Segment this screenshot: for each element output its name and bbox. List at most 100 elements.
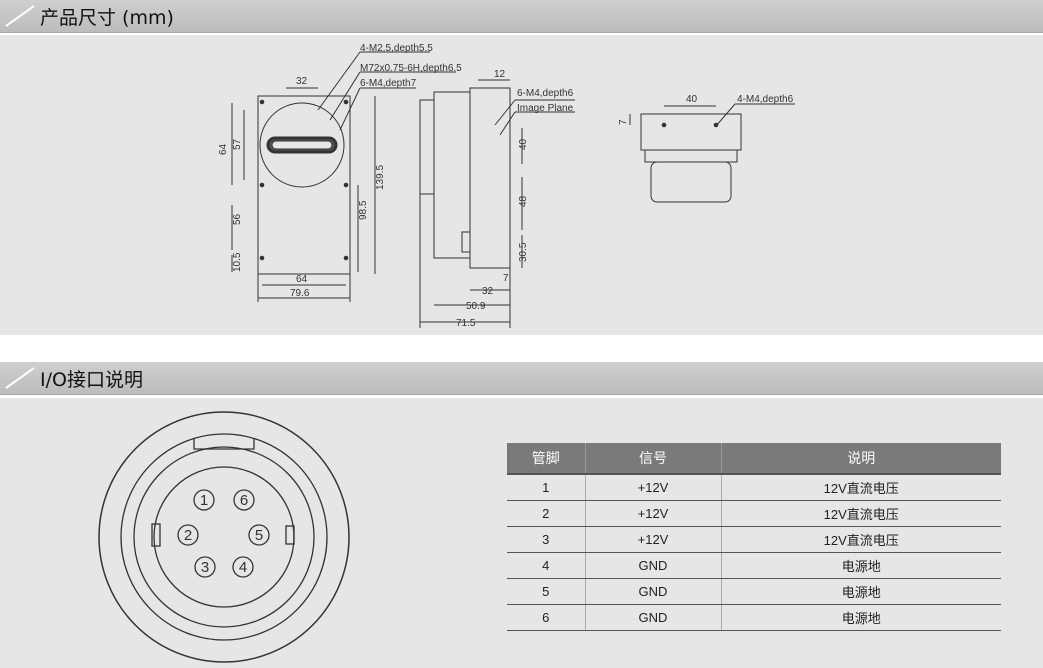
- front-hole: [259, 255, 265, 261]
- top-dim-7: 7: [618, 119, 629, 125]
- table-row: 2 +12V 12V直流电压: [507, 500, 1001, 527]
- table-row: 4 GND 电源地: [507, 552, 1001, 579]
- pin-2: 2: [177, 524, 199, 546]
- top-callout: 4-M4,depth6: [737, 94, 794, 105]
- cell-desc: 12V直流电压: [721, 500, 1001, 527]
- side-body: [469, 87, 511, 269]
- cell-signal: +12V: [585, 526, 722, 553]
- cell-desc: 电源地: [721, 604, 1001, 631]
- side-callout-2: Image Plane: [517, 103, 574, 114]
- cell-pin: 6: [507, 604, 586, 631]
- cell-desc: 电源地: [721, 552, 1001, 579]
- top-body: [640, 113, 742, 151]
- io-title: I/O接口说明: [40, 369, 143, 391]
- connector-diagram: 1 6 2 5 3 4: [98, 411, 350, 663]
- cell-pin: 4: [507, 552, 586, 579]
- cell-signal: GND: [585, 578, 722, 605]
- cell-desc: 12V直流电压: [721, 473, 1001, 501]
- table-row: 6 GND 电源地: [507, 604, 1001, 631]
- cell-pin: 5: [507, 578, 586, 605]
- front-callout-3: 6-M4,depth7: [360, 78, 417, 89]
- front-dim-top: 32: [296, 76, 308, 87]
- top-dim-40: 40: [686, 94, 698, 105]
- dimensions-header: 产品尺寸 (mm): [0, 0, 1043, 33]
- col-header-desc: 说明: [721, 443, 1001, 474]
- front-hole: [343, 255, 349, 261]
- top-view: [629, 103, 795, 203]
- front-dim-56: 56: [232, 213, 243, 225]
- header-slash-icon: [5, 367, 35, 389]
- front-callout-1: 4-M2.5,depth5.5: [360, 43, 433, 54]
- header-slash-icon: [5, 5, 35, 27]
- side-dim-50-9: 50.9: [466, 301, 486, 312]
- lens-block: [419, 99, 435, 195]
- side-view: [419, 79, 575, 328]
- side-dim-40: 40: [518, 138, 529, 150]
- cell-signal: GND: [585, 552, 722, 579]
- pin-5: 5: [248, 524, 270, 546]
- svg-text:3: 3: [201, 559, 209, 576]
- cell-pin: 1: [507, 473, 586, 501]
- side-dim-12: 12: [494, 69, 506, 80]
- cell-signal: +12V: [585, 500, 722, 527]
- cell-signal: +12V: [585, 473, 722, 501]
- dimension-drawings: 4-M2.5,depth5.5 M72x0.75-6H,depth6.5 6-M…: [218, 43, 795, 329]
- io-header: I/O接口说明: [0, 362, 1043, 395]
- side-dim-71-5: 71.5: [456, 318, 476, 329]
- side-connector: [461, 231, 471, 253]
- cell-desc: 12V直流电压: [721, 526, 1001, 553]
- svg-text:1: 1: [200, 492, 208, 509]
- cell-pin: 2: [507, 500, 586, 527]
- connector-ring-2: [120, 433, 328, 641]
- front-dim-bottom-64: 64: [296, 274, 308, 285]
- table-row: 3 +12V 12V直流电压: [507, 526, 1001, 553]
- side-dim-32: 32: [482, 286, 494, 297]
- front-hole: [259, 99, 265, 105]
- front-hole: [343, 182, 349, 188]
- side-dim-7: 7: [503, 273, 509, 284]
- front-dim-64: 64: [218, 143, 229, 155]
- cell-desc: 电源地: [721, 578, 1001, 605]
- front-callout-2: M72x0.75-6H,depth6.5: [360, 63, 462, 74]
- svg-text:2: 2: [184, 527, 192, 544]
- side-callout-1: 6-M4,depth6: [517, 88, 574, 99]
- svg-text:6: 6: [240, 492, 248, 509]
- top-hole: [713, 122, 719, 128]
- sensor-slot-inner: [271, 140, 333, 150]
- top-hole: [661, 122, 667, 128]
- side-dim-48: 48: [518, 195, 529, 207]
- dimensions-panel: 4-M2.5,depth5.5 M72x0.75-6H,depth6.5 6-M…: [0, 35, 1043, 335]
- side-mid: [433, 91, 471, 259]
- front-dim-139-5: 139.5: [375, 165, 386, 190]
- front-body: [257, 95, 351, 275]
- front-view: [231, 51, 456, 302]
- connector-outer-ring: [98, 411, 350, 663]
- front-hole: [259, 182, 265, 188]
- table-row: 1 +12V 12V直流电压: [507, 473, 1001, 501]
- pin-table: 管脚 信号 说明 1 +12V 12V直流电压 2 +12V 12V直流电压 3…: [507, 443, 1001, 631]
- connector-latch-left: [151, 523, 161, 547]
- svg-text:4: 4: [239, 559, 247, 576]
- pin-3: 3: [194, 556, 216, 578]
- top-fins: [644, 149, 738, 163]
- front-hole: [343, 99, 349, 105]
- connector-latch-right: [285, 525, 295, 545]
- front-dim-79-6: 79.6: [290, 288, 310, 299]
- col-header-signal: 信号: [585, 443, 722, 474]
- front-dim-10-5: 10.5: [232, 252, 243, 272]
- pin-4: 4: [232, 556, 254, 578]
- cell-pin: 3: [507, 526, 586, 553]
- svg-text:5: 5: [255, 527, 263, 544]
- cell-signal: GND: [585, 604, 722, 631]
- front-dim-98-5: 98.5: [358, 200, 369, 220]
- top-lens: [650, 161, 732, 203]
- pin-6: 6: [233, 489, 255, 511]
- pin-1: 1: [193, 489, 215, 511]
- col-header-pin: 管脚: [507, 443, 586, 474]
- side-dim-30-5: 30.5: [518, 242, 529, 262]
- table-row: 5 GND 电源地: [507, 578, 1001, 605]
- pin-table-header: 管脚 信号 说明: [507, 443, 1001, 474]
- connector-key: [193, 439, 255, 450]
- front-dim-57: 57: [232, 138, 243, 150]
- connector-ring-3: [133, 446, 315, 628]
